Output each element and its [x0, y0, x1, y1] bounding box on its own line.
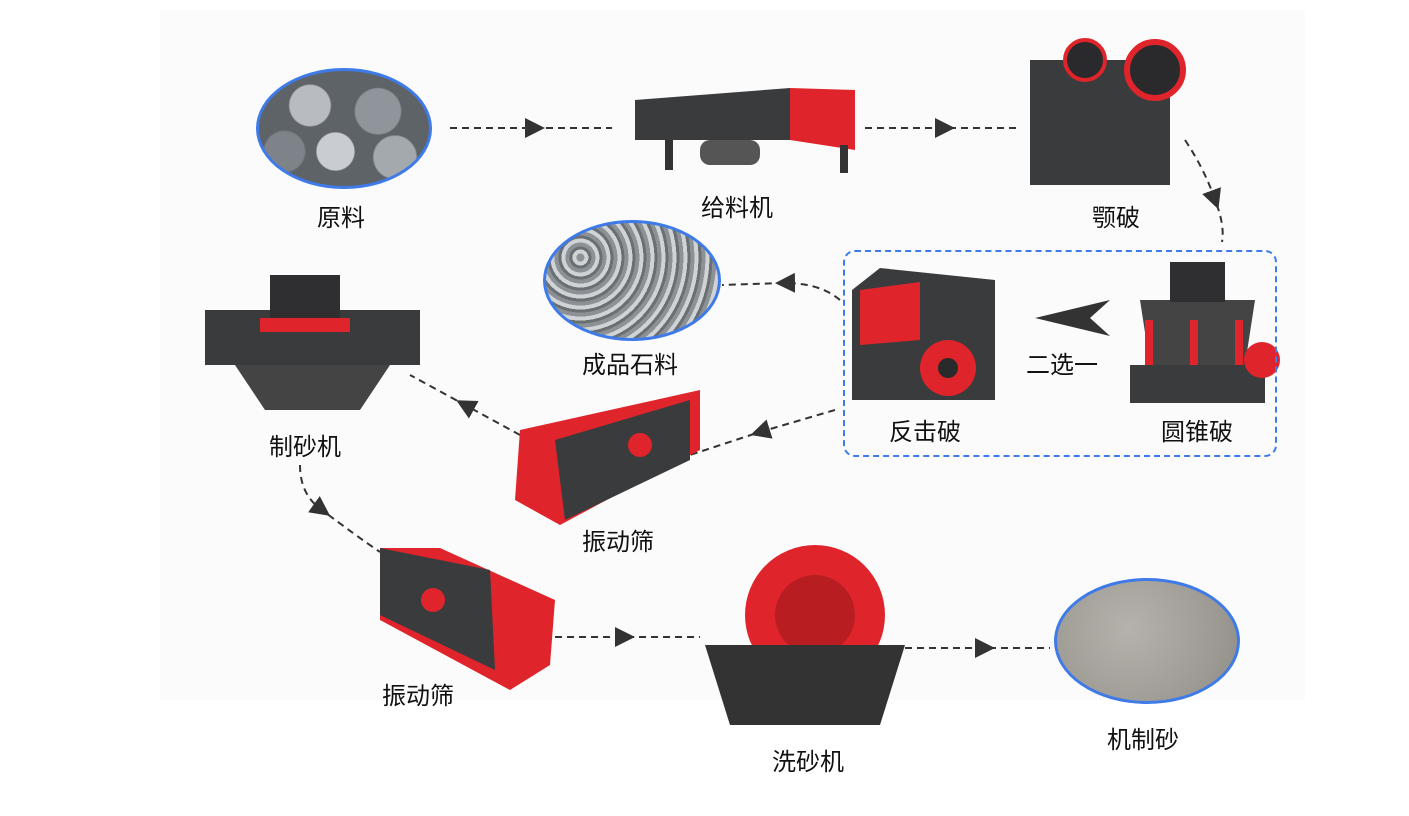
choice-arrow-icon [1035, 300, 1110, 336]
arrow-impact-to-finished [721, 272, 841, 301]
label-jaw-crusher: 颚破 [1092, 204, 1140, 232]
label-vibrating-screen-1: 振动筛 [582, 528, 654, 556]
arrow-crusher-to-screen [689, 409, 836, 456]
sand-maker-machine [205, 275, 420, 410]
choose-one-group [843, 250, 1277, 457]
label-choose-one: 二选一 [1026, 351, 1098, 379]
label-vibrating-screen-2: 振动筛 [382, 682, 454, 710]
raw-material-image [256, 68, 432, 189]
arrow-sandmaker-to-screen2 [299, 464, 381, 553]
vibrating-screen-2-machine [380, 548, 555, 690]
label-impact-crusher: 反击破 [889, 418, 961, 446]
label-finished-stone: 成品石料 [582, 351, 678, 379]
label-manufactured-sand: 机制砂 [1107, 726, 1179, 754]
label-sand-maker: 制砂机 [269, 433, 341, 461]
vibrating-screen-1-machine [515, 390, 700, 525]
label-sand-washer: 洗砂机 [772, 748, 844, 776]
manufactured-sand-image [1054, 578, 1240, 704]
impact-crusher-machine [852, 268, 995, 400]
cone-crusher-machine [1130, 262, 1280, 403]
jaw-crusher-machine [1030, 38, 1186, 185]
arrow-jaw-to-cone [1184, 139, 1224, 243]
label-raw-material: 原料 [317, 204, 365, 232]
feeder-machine [635, 88, 855, 173]
finished-stone-image [543, 220, 721, 341]
sand-washer-machine [705, 545, 905, 725]
arrow-screen-to-sandmaker [409, 374, 521, 436]
label-cone-crusher: 圆锥破 [1161, 418, 1233, 446]
label-feeder: 给料机 [701, 194, 773, 222]
